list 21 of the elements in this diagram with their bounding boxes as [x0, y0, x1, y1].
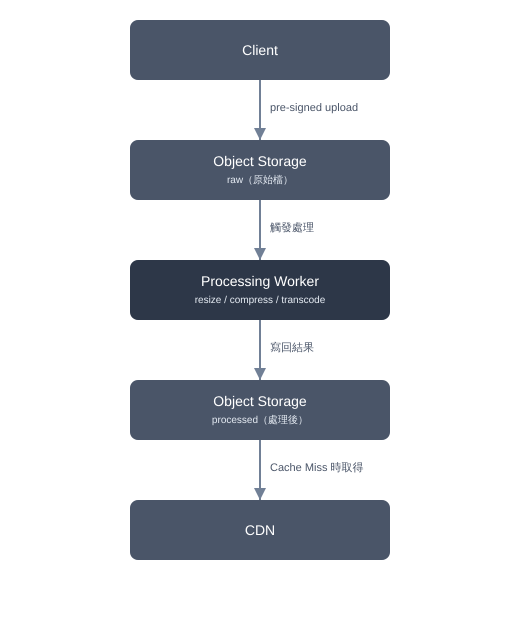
box-subtitle: resize / compress / transcode	[194, 294, 326, 308]
box-title: Client	[242, 41, 278, 59]
arrow	[254, 440, 266, 500]
edge-label: pre-signed upload	[270, 101, 360, 115]
arrow	[254, 200, 266, 260]
edge-label: 觸發處理	[270, 221, 315, 235]
box-title: CDN	[244, 521, 276, 539]
box-title: Processing Worker	[200, 272, 319, 290]
process-box	[130, 380, 390, 440]
box-title: Object Storage	[213, 392, 307, 410]
arrow	[254, 80, 266, 140]
process-box	[130, 140, 390, 200]
arrow	[254, 320, 266, 380]
process-box	[130, 20, 390, 80]
box-title: Object Storage	[213, 152, 307, 170]
box-subtitle: processed（處理後）	[212, 414, 308, 428]
edge-label: 寫回結果	[270, 341, 315, 355]
process-box	[130, 500, 390, 560]
process-box	[130, 260, 390, 320]
box-subtitle: raw（原始檔）	[226, 174, 294, 188]
edge-label: Cache Miss 時取得	[270, 461, 365, 475]
